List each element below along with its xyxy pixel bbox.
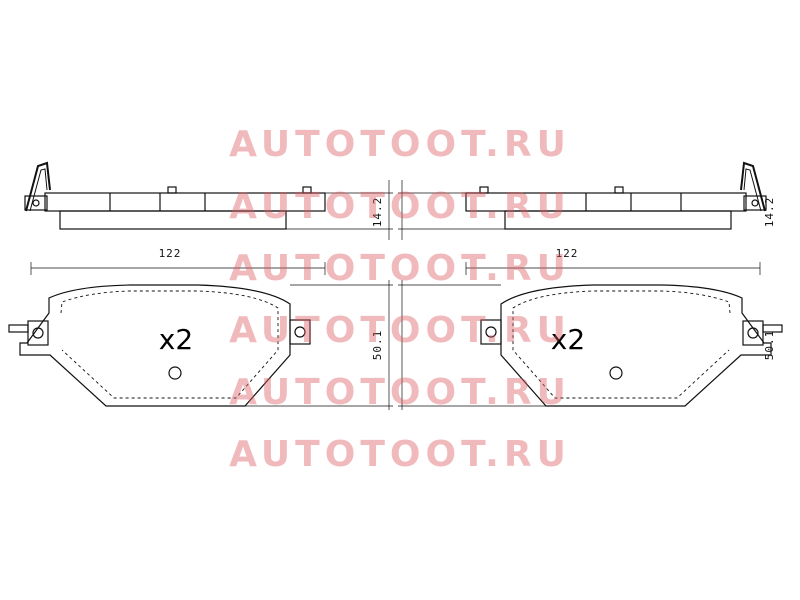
left-width-label: 122 xyxy=(159,247,182,260)
right-pad-view: 14.2 122 50.1 x2 xyxy=(397,162,783,411)
left-thickness-label: 14.2 xyxy=(371,197,384,228)
left-height-label: 50.1 xyxy=(371,330,384,361)
right-quantity-label: x2 xyxy=(551,323,585,356)
left-quantity-label: x2 xyxy=(159,323,193,356)
left-pad-view: 14.2 122 50.1 x2 xyxy=(8,162,394,411)
right-thickness-label: 14.2 xyxy=(763,197,776,228)
right-width-label: 122 xyxy=(556,247,579,260)
right-height-label: 50.1 xyxy=(763,330,776,361)
